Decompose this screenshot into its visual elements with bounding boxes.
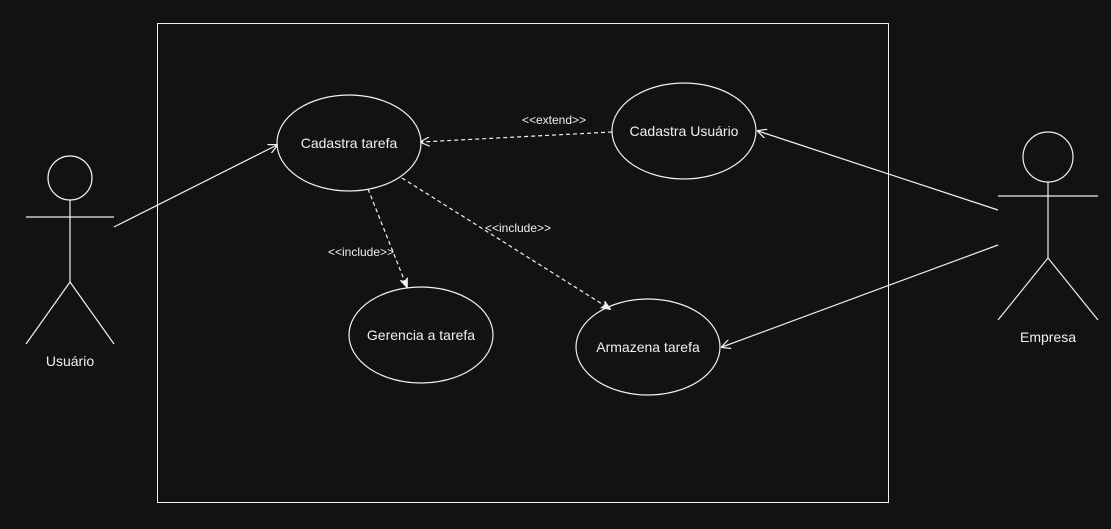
actor-usuario[interactable] bbox=[25, 155, 115, 345]
use-case-armazena-tarefa-label: Armazena tarefa bbox=[596, 339, 700, 355]
actor-empresa-head bbox=[1022, 131, 1074, 183]
include-label-gerencia: <<include>> bbox=[328, 245, 394, 259]
actor-usuario-right-leg bbox=[69, 281, 115, 345]
actor-empresa-right-leg bbox=[1047, 257, 1099, 321]
use-case-cadastra-usuario[interactable]: Cadastra Usuário bbox=[611, 82, 757, 180]
include-label-armazena: <<include>> bbox=[485, 221, 551, 235]
actor-usuario-label: Usuário bbox=[46, 353, 94, 369]
extend-label: <<extend>> bbox=[522, 113, 586, 127]
actor-usuario-head bbox=[47, 155, 93, 201]
extend-arrow[interactable] bbox=[421, 131, 613, 142]
use-case-gerencia-tarefa[interactable]: Gerencia a tarefa bbox=[348, 286, 494, 384]
association-empresa-cadastra-usuario[interactable] bbox=[758, 131, 999, 211]
use-case-cadastra-usuario-label: Cadastra Usuário bbox=[630, 123, 739, 139]
association-usuario-cadastra-tarefa[interactable] bbox=[113, 145, 277, 228]
actor-empresa[interactable] bbox=[997, 131, 1099, 321]
include-arrow-armazena[interactable] bbox=[401, 177, 610, 309]
use-case-armazena-tarefa[interactable]: Armazena tarefa bbox=[575, 298, 721, 396]
actor-empresa-left-leg bbox=[997, 257, 1049, 321]
actor-usuario-left-leg bbox=[25, 281, 71, 345]
system-boundary bbox=[157, 23, 889, 503]
use-case-gerencia-tarefa-label: Gerencia a tarefa bbox=[367, 327, 475, 343]
association-empresa-armazena-tarefa[interactable] bbox=[722, 244, 999, 347]
include-arrow-gerencia[interactable] bbox=[367, 188, 407, 287]
use-case-cadastra-tarefa[interactable]: Cadastra tarefa bbox=[276, 94, 422, 192]
use-case-cadastra-tarefa-label: Cadastra tarefa bbox=[301, 135, 398, 151]
actor-empresa-label: Empresa bbox=[1020, 329, 1076, 345]
